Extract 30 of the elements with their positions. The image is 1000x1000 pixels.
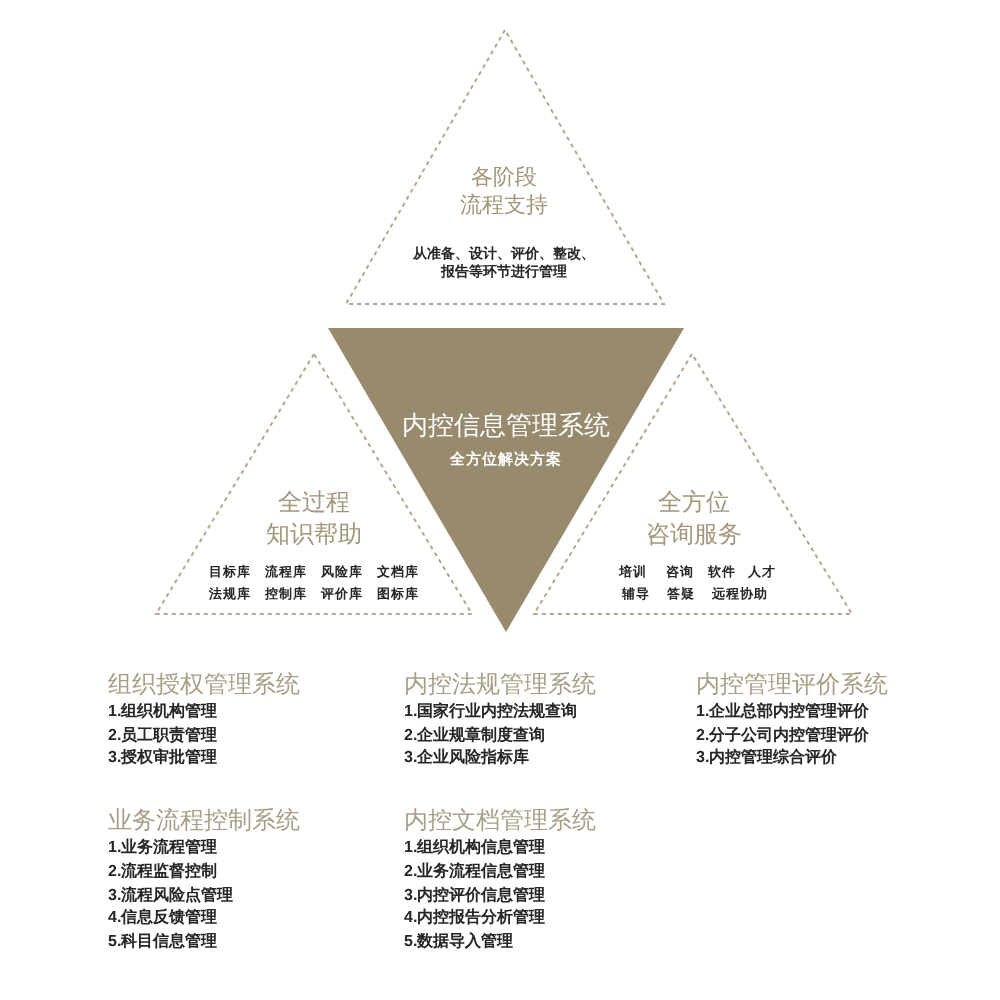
list-item: 3.授权审批管理 bbox=[108, 746, 218, 770]
list-item: 3.企业风险指标库 bbox=[404, 746, 530, 770]
section-heading: 组织授权管理系统 bbox=[108, 669, 300, 698]
system-title: 内控信息管理系统 bbox=[402, 409, 610, 441]
list-item: 2.员工职责管理 bbox=[108, 723, 218, 747]
list-item: 5.数据导入管理 bbox=[404, 930, 514, 954]
list-item: 4.信息反馈管理 bbox=[108, 906, 218, 930]
dashed-triangle bbox=[532, 352, 854, 616]
section-heading: 内控法规管理系统 bbox=[404, 669, 596, 698]
triangle-heading: 全过程知识帮助 bbox=[265, 488, 363, 550]
list-item: 2.业务流程信息管理 bbox=[404, 859, 546, 884]
list-item: 3.内控评价信息管理 bbox=[404, 883, 546, 907]
list-item: 4.内控报告分析管理 bbox=[404, 906, 546, 930]
list-item: 2.分子公司内控管理评价 bbox=[696, 723, 870, 747]
list-item: 1.组织机构管理 bbox=[108, 699, 218, 724]
triangle-heading: 全方位咨询服务 bbox=[645, 488, 743, 550]
list-item: 1.国家行业内控法规查询 bbox=[404, 699, 578, 724]
list-item: 1.业务流程管理 bbox=[108, 836, 218, 860]
list-item: 3.内控管理综合评价 bbox=[696, 746, 838, 770]
list-item: 2.企业规章制度查询 bbox=[404, 723, 546, 747]
list-item: 3.流程风险点管理 bbox=[108, 883, 234, 907]
list-item: 1.组织机构信息管理 bbox=[404, 836, 546, 860]
section-heading: 内控管理评价系统 bbox=[696, 669, 888, 698]
list-item: 5.科目信息管理 bbox=[108, 930, 218, 954]
section-heading: 业务流程控制系统 bbox=[108, 806, 300, 834]
list-item: 2.流程监督控制 bbox=[108, 859, 218, 884]
triangle-heading: 各阶段流程支持 bbox=[459, 164, 549, 220]
dashed-triangle bbox=[344, 28, 666, 306]
section-heading: 内控文档管理系统 bbox=[404, 806, 596, 834]
list-item: 1.企业总部内控管理评价 bbox=[696, 699, 870, 724]
